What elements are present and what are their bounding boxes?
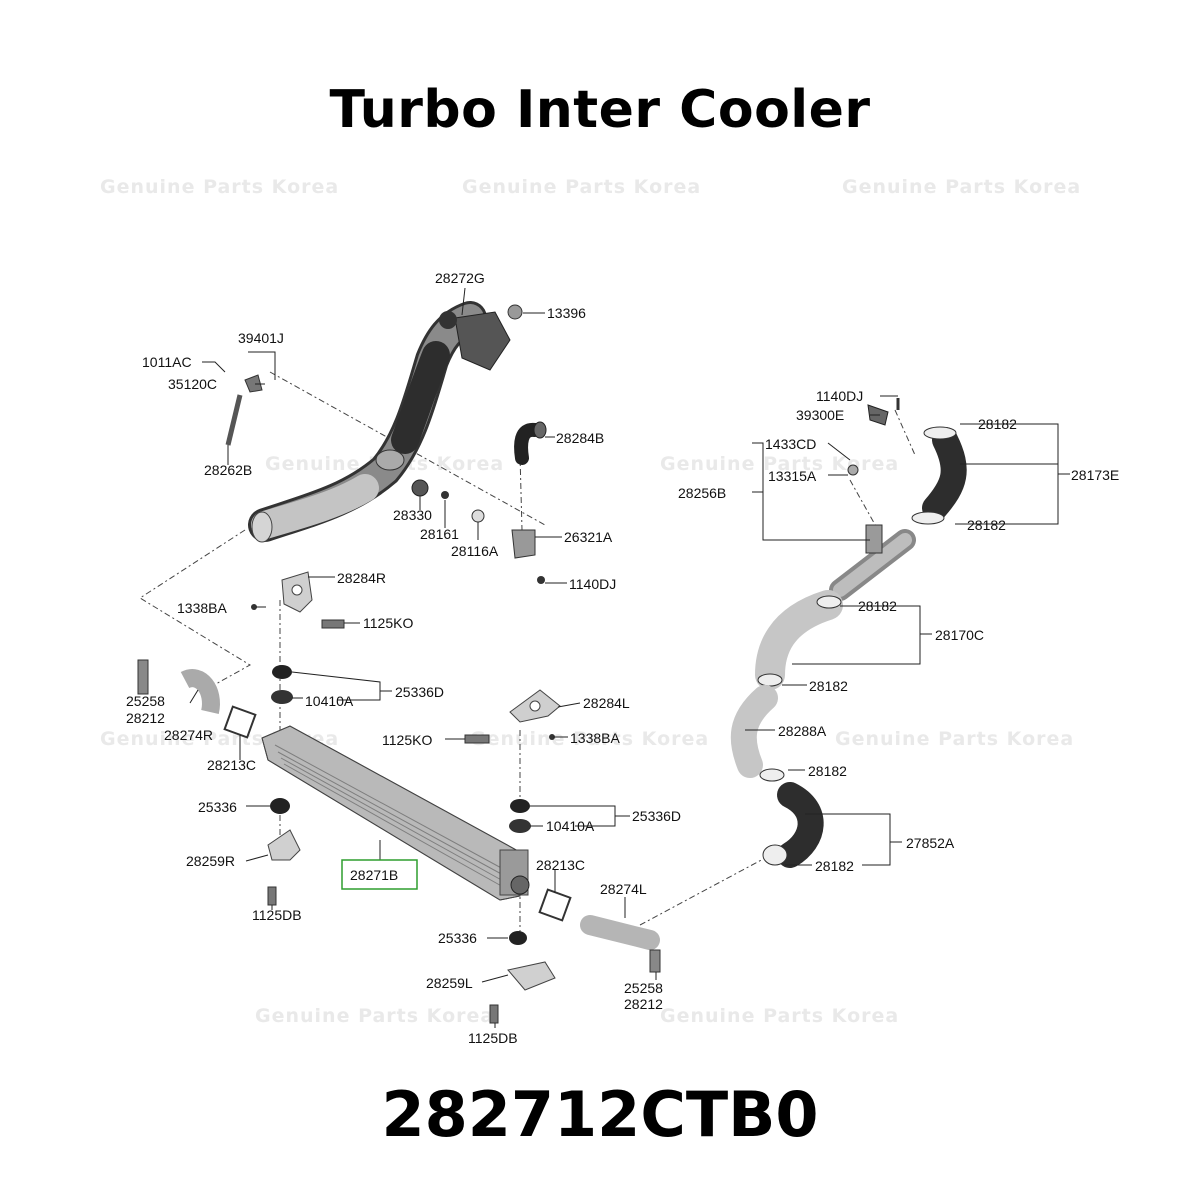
label-1140DJ: 1140DJ [816, 388, 863, 404]
label-13396: 13396 [547, 305, 586, 321]
label-28288A: 28288A [778, 723, 827, 739]
watermark: Genuine Parts Korea [835, 728, 1074, 750]
label-28262B: 28262B [204, 462, 252, 478]
watermarks: Genuine Parts Korea Genuine Parts Korea … [100, 176, 1081, 1027]
label-25336D: 25336D [395, 684, 444, 700]
watermark: Genuine Parts Korea [660, 453, 899, 475]
label-28161: 28161 [420, 526, 459, 542]
label-28259L: 28259L [426, 975, 473, 991]
label-28284R: 28284R [337, 570, 386, 586]
label-28284B: 28284B [556, 430, 604, 446]
label-28213C: 28213C [536, 857, 585, 873]
watermark: Genuine Parts Korea [660, 1005, 899, 1027]
label-1125DB: 1125DB [252, 907, 302, 923]
label-10410A: 10410A [546, 818, 595, 834]
label-28272G: 28272G [435, 270, 485, 286]
leader-lines [189, 287, 1070, 1028]
label-28259R: 28259R [186, 853, 235, 869]
label-28330: 28330 [393, 507, 432, 523]
highlight-box [341, 859, 418, 890]
label-1011AC: 1011AC [142, 354, 192, 370]
label-28284L: 28284L [583, 695, 630, 711]
label-28173E: 28173E [1071, 467, 1119, 483]
watermark: Genuine Parts Korea [100, 176, 339, 198]
label-1338BA: 1338BA [570, 730, 620, 746]
label-39401J: 39401J [238, 330, 284, 346]
label-10410A: 10410A [305, 693, 354, 709]
label-28182: 28182 [978, 416, 1017, 432]
label-28212: 28212 [624, 996, 663, 1012]
small-hose-28284B [514, 421, 547, 465]
mounts-left-side [464, 689, 661, 1024]
label-28213C: 28213C [207, 757, 256, 773]
part-number: 282712CTB0 [381, 1078, 819, 1151]
label-1125KO: 1125KO [382, 732, 432, 748]
label-28116A: 28116A [451, 543, 499, 559]
mounts-right-side [137, 571, 345, 906]
label-1338BA: 1338BA [177, 600, 227, 616]
label-28182: 28182 [858, 598, 897, 614]
label-1125DB: 1125DB [468, 1030, 518, 1046]
intercooler-core [261, 725, 530, 901]
label-13315A: 13315A [768, 468, 817, 484]
label-27852A: 27852A [906, 835, 955, 851]
label-39300E: 39300E [796, 407, 844, 423]
label-25336D: 25336D [632, 808, 681, 824]
label-28182: 28182 [809, 678, 848, 694]
label-28182: 28182 [967, 517, 1006, 533]
label-28274L: 28274L [600, 881, 647, 897]
watermark: Genuine Parts Korea [470, 728, 709, 750]
label-28256B: 28256B [678, 485, 726, 501]
label-25258: 25258 [126, 693, 165, 709]
right-side-pipes [730, 398, 967, 868]
watermark: Genuine Parts Korea [462, 176, 701, 198]
label-35120C: 35120C [168, 376, 217, 392]
page-title: Turbo Inter Cooler [329, 80, 871, 140]
label-25258: 25258 [624, 980, 663, 996]
label-25336: 25336 [198, 799, 237, 815]
upper-intake-pipe [248, 301, 511, 543]
watermark: Genuine Parts Korea [842, 176, 1081, 198]
label-28212: 28212 [126, 710, 165, 726]
label-1433CD: 1433CD [765, 436, 816, 452]
label-1125KO: 1125KO [363, 615, 413, 631]
label-25336: 25336 [438, 930, 477, 946]
watermark: Genuine Parts Korea [255, 1005, 494, 1027]
label-28271B: 28271B [350, 867, 398, 883]
label-1140DJ: 1140DJ [569, 576, 616, 592]
label-28182: 28182 [815, 858, 854, 874]
label-26321A: 26321A [564, 529, 613, 545]
part-labels: 28272G 13396 39401J 1011AC 35120C 28262B… [126, 270, 1119, 1046]
label-28274R: 28274R [164, 727, 213, 743]
label-28182: 28182 [808, 763, 847, 779]
label-28170C: 28170C [935, 627, 984, 643]
